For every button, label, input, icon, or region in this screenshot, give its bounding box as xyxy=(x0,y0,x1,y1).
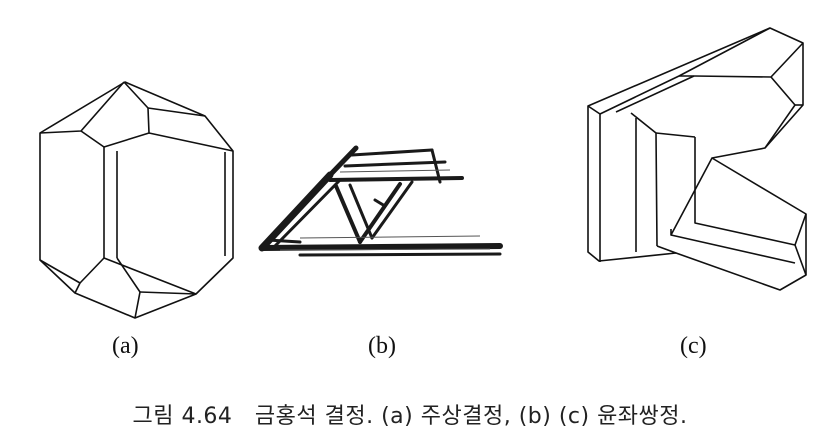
panel-label-a: (a) xyxy=(112,333,139,359)
caption-number: 그림 4.64 xyxy=(132,404,233,429)
caption-text: 금홍석 결정. (a) 주상결정, (b) (c) 윤좌쌍정. xyxy=(254,404,688,429)
panel-label-b: (b) xyxy=(368,333,396,359)
figure-caption: 그림 4.64 금홍석 결정. (a) 주상결정, (b) (c) 윤좌쌍정. xyxy=(0,398,820,430)
panel-label-c: (c) xyxy=(680,333,707,359)
